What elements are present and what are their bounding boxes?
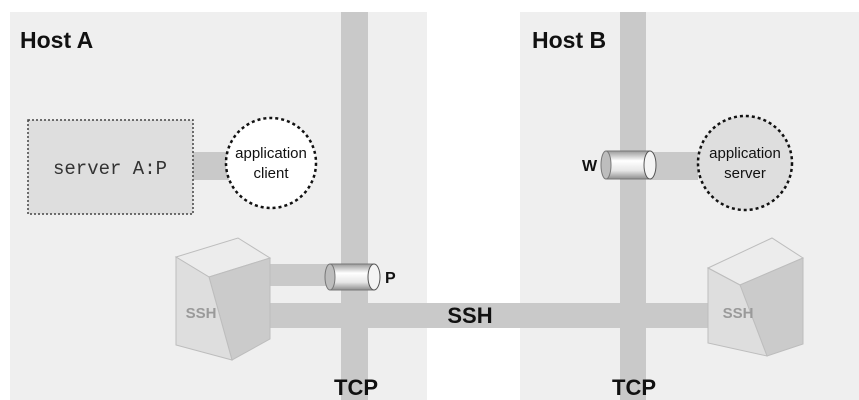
ssh-box-a-label: SSH [186, 305, 217, 322]
command-text: server A:P [53, 158, 167, 180]
client-label-line2: client [253, 165, 289, 182]
tcp-label-a: TCP [334, 375, 378, 400]
ssh-tunnel-pipe [262, 303, 732, 328]
ssh-box-b-label: SSH [723, 305, 754, 322]
server-label-line2: server [724, 165, 766, 182]
command-box: server A:P [27, 119, 194, 215]
tcp-pipe-a [341, 12, 368, 400]
host-b-title: Host B [532, 27, 606, 53]
ssh-box-b: SSH [706, 237, 805, 357]
host-a-title: Host A [20, 27, 93, 53]
port-w-connector: W [582, 150, 657, 180]
client-label-line1: application [235, 145, 307, 162]
cmd-to-client-pipe [193, 152, 229, 180]
port-p-label: P [385, 270, 396, 287]
port-w-label: W [582, 158, 598, 175]
ssh-box-a: SSH [174, 237, 272, 361]
w-to-server-pipe [650, 152, 698, 180]
port-p-connector: P [324, 263, 396, 291]
tcp-label-b: TCP [612, 375, 656, 400]
host-b-region [520, 12, 859, 400]
server-label-line1: application [709, 145, 781, 162]
ssh-tunnel-label: SSH [447, 303, 492, 328]
application-client-circle: application client [224, 116, 318, 210]
application-server-circle: application server [696, 114, 794, 212]
tcp-pipe-b [620, 12, 646, 400]
